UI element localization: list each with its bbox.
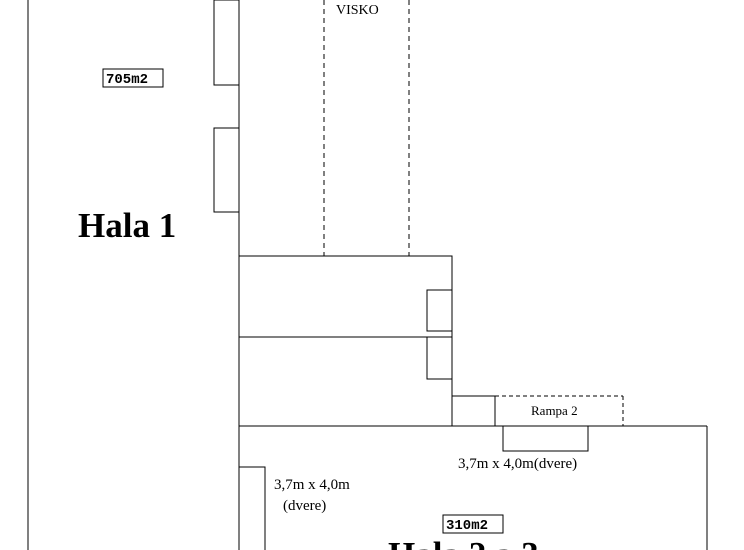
hall2-title-partial: Hala 2 a 3 [388, 535, 539, 550]
door-left-label-line2: (dvere) [283, 498, 326, 514]
hall1-door-top [213, 0, 240, 86]
door-left-label-line1: 3,7m x 4,0m [274, 477, 350, 493]
visko-label: VISKO [336, 3, 379, 18]
middle-room-top [238, 255, 453, 338]
hall1-title: Hala 1 [78, 206, 176, 245]
hall1-door-middle [213, 127, 240, 213]
area-hall1-box [102, 68, 164, 88]
hall2-door-top [502, 425, 589, 452]
middle-door-top [426, 289, 453, 332]
area-hall2-label: 310m2 [446, 518, 488, 534]
hall2-door-left [238, 466, 266, 550]
area-hall1-label: 705m2 [106, 72, 148, 88]
ramp2-label: Rampa 2 [531, 403, 578, 418]
ramp-side-box [451, 395, 496, 427]
door-right-label: 3,7m x 4,0m(dvere) [458, 456, 577, 472]
middle-door-bottom [426, 336, 453, 380]
middle-room-bottom [238, 336, 453, 427]
area-hall2-box [442, 514, 504, 534]
